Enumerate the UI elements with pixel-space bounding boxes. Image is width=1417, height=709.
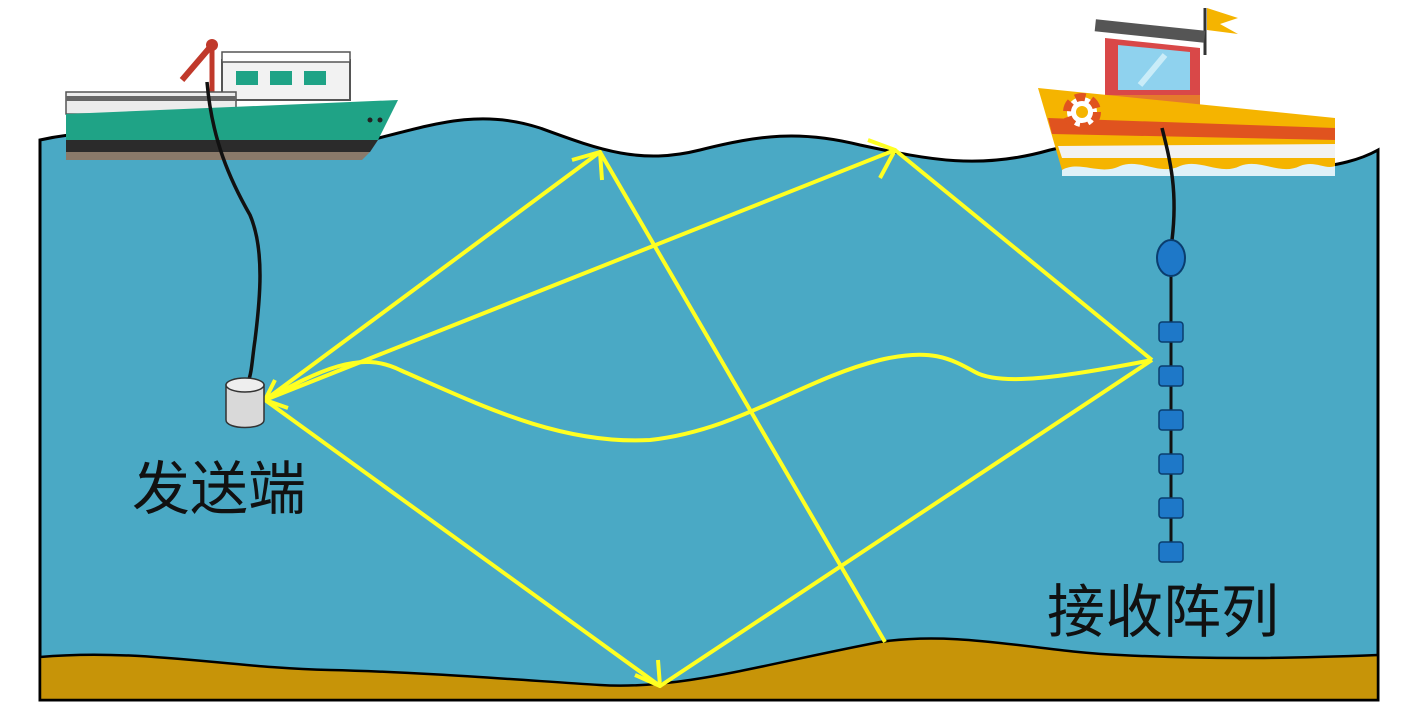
research-ship-icon	[65, 39, 398, 160]
array-float	[1156, 239, 1186, 277]
arrowhead-bottom	[634, 659, 662, 688]
ray-direct-refracted	[264, 352, 1153, 443]
seabed	[38, 637, 1380, 702]
arrowhead-transmitter	[263, 379, 289, 410]
transmitter-label: 发送端	[132, 455, 307, 523]
hydrophone-elements	[1158, 321, 1184, 563]
transducer-cylinder-icon	[225, 377, 265, 429]
arrowhead-surface-2	[867, 138, 897, 179]
receiver-array-label: 接收阵列	[1047, 578, 1280, 646]
lifebuoy-icon	[1063, 93, 1101, 131]
flag-icon	[1207, 8, 1238, 34]
fishing-boat-icon	[1038, 8, 1335, 176]
hydrophone-array-icon	[1156, 239, 1186, 563]
receiver-cable	[1160, 127, 1176, 241]
acoustic-rays	[263, 138, 1154, 688]
arrowhead-surface-1	[571, 150, 604, 181]
transmitter-cable	[205, 81, 262, 383]
